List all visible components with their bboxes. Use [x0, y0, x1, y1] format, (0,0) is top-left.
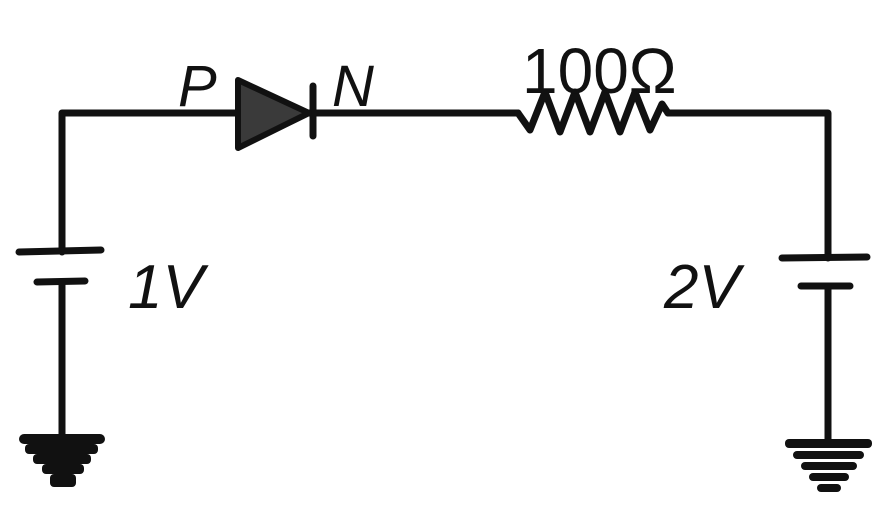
- diode-triangle: [235, 77, 312, 151]
- diode-cathode-label: N: [332, 54, 374, 119]
- right-battery-label: 2V: [663, 253, 745, 322]
- wire-left-top: [58, 109, 244, 256]
- left-battery-label: 1V: [128, 253, 209, 322]
- left-battery-long-plate: [15, 246, 105, 256]
- resistor-symbol: [514, 88, 672, 136]
- ground-left-icon: [19, 434, 105, 487]
- ground-right-icon: [785, 439, 872, 492]
- right-battery-long-plate: [778, 253, 871, 262]
- resistor-label: 100Ω: [522, 35, 677, 107]
- diode-anode-label: P: [178, 54, 217, 119]
- wire-right-top: [664, 109, 832, 262]
